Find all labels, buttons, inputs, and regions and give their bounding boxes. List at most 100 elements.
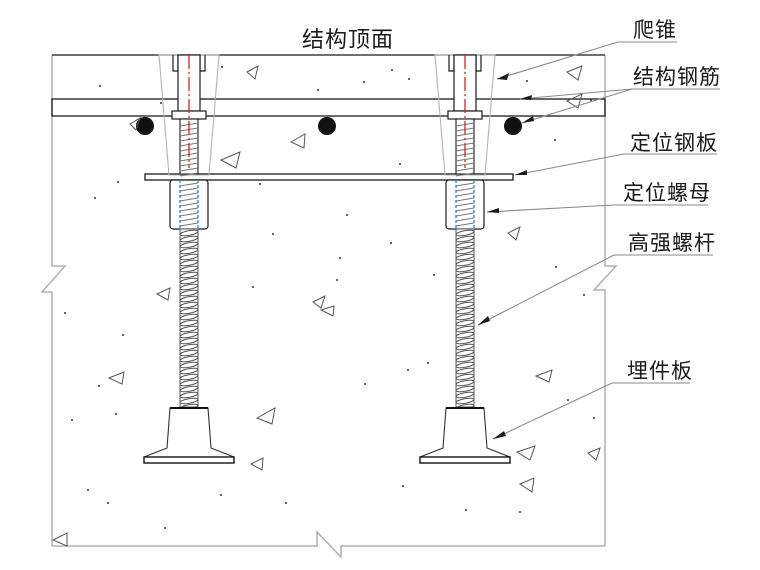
bolt-coil [179,271,199,279]
aggregate-dot [122,334,124,336]
aggregate-triangle [515,445,536,461]
rebar-dot [504,117,522,135]
bolt-coil [179,319,199,327]
cone-recess-left [448,55,455,72]
aggregate-triangle [129,116,141,131]
bolt-coil [455,361,475,369]
label-positioning-steel-plate: 定位钢板 [630,131,718,155]
bolt-coil [455,397,475,405]
aggregate-dot [272,233,274,235]
bolt-thread [179,162,199,167]
aggregate-dot [99,85,101,87]
arrowhead [493,431,506,439]
nut-thread [455,212,475,217]
aggregate-dot [115,413,117,415]
bolt-coil [455,367,475,375]
bolt-coil [455,373,475,381]
arrowhead [520,95,532,100]
aggregate-triangle [219,151,241,169]
bolt-coil [179,307,199,315]
aggregate-triangle [246,65,259,80]
bolt-coil [455,355,475,363]
bolt-thread [179,172,199,177]
cone-recess-right [199,55,206,72]
bolt-coil [179,247,199,255]
nut-thread [455,192,475,197]
bolt-coil [179,367,199,375]
bolt-coil [179,301,199,309]
bolt-coil [179,289,199,297]
embedded-plate-boss [419,407,511,458]
cone-recess-left [172,55,179,72]
bolt-coil [455,307,475,315]
bolt-coil [455,253,475,261]
aggregate-dot [364,383,366,385]
left-anchor [143,54,235,464]
bolt-coil [179,349,199,357]
bolt-coil [455,259,475,267]
aggregate-dot [220,494,222,496]
rebar-dot [136,117,154,135]
label-structural-rebar: 结构钢筋 [633,65,721,89]
bolt-coil [179,397,199,405]
leader-climbing-cone [496,41,677,80]
aggregate-triangle [255,407,276,425]
nut-thread [179,202,199,207]
bolt-coil [179,253,199,261]
aggregate-dot [107,502,109,504]
bolt-coil [455,229,475,237]
top-surface [51,54,606,117]
aggregate-dot [590,99,592,101]
aggregate-dot [567,399,569,401]
bolt-coil [179,337,199,345]
bolt-coil [455,385,475,393]
bolt-thread [455,157,475,162]
aggregate-triangle [155,287,171,301]
embedded-plate [419,456,511,464]
rebars [136,117,522,135]
aggregate-triangle [51,532,68,547]
bolt-coil [455,265,475,273]
aggregate-dot [259,183,261,185]
leader-structural-rebar-2 [521,88,633,124]
bolt-coil [179,265,199,273]
bolt-coil [455,241,475,249]
aggregate-triangle [289,133,306,149]
bolt-coil [179,259,199,267]
bolt-coil [455,343,475,351]
nut-thread [455,222,475,227]
nut-thread [455,202,475,207]
nut-thread [455,197,475,202]
bolt-coil [179,229,199,237]
aggregate-dot [363,81,365,83]
aggregate-dot [408,78,410,80]
aggregate-dot [391,69,393,71]
right-break-line [592,55,618,546]
bolt-coil [179,385,199,393]
aggregate-dot [554,139,556,141]
right-anchor [419,54,511,464]
aggregate-dot [317,89,319,91]
aggregate-triangle [534,369,553,383]
nut-thread [455,207,475,212]
aggregate-dot [519,511,521,513]
bottom-break-line [52,530,605,559]
aggregate-dot [285,502,287,504]
bolt-coil [179,361,199,369]
aggregate-dot [94,197,96,199]
nut-thread [179,222,199,227]
bolt-coil [455,325,475,333]
aggregate-dot [346,214,348,216]
aggregate-dot [593,417,595,419]
cone-recess-right [475,55,482,72]
aggregate-dot [64,312,66,314]
bolt-coil [179,283,199,291]
aggregate-dot [252,286,254,288]
label-high-strength-bolt: 高强螺杆 [628,231,716,255]
bolt-coil [455,331,475,339]
aggregate-triangle [312,295,326,309]
bolt-coil [179,343,199,351]
leader-lines [477,41,720,440]
embedded-plate [143,456,235,464]
aggregate-dot [407,369,409,371]
